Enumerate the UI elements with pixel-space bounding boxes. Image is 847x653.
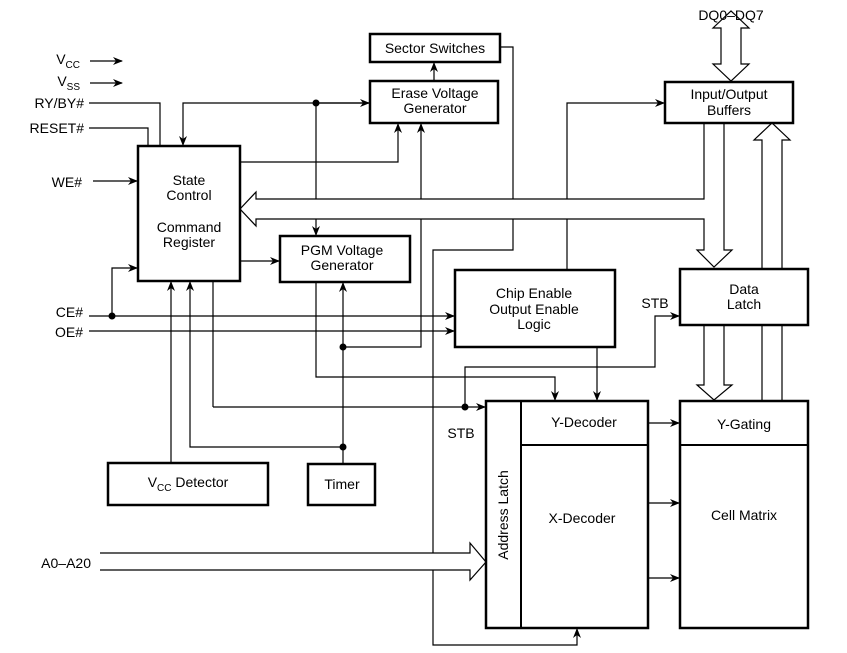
- pgm-ydec-wire: [315, 282, 559, 401]
- ry-by-wire: [89, 102, 161, 146]
- block-label: Buffers: [707, 102, 751, 118]
- y-decoder-label: Y-Decoder: [551, 414, 617, 430]
- address-label: A0–A20: [41, 555, 91, 571]
- vcc-detector-block: VCC Detector: [106, 461, 270, 507]
- dq-label: DQ0–DQ7: [698, 7, 764, 23]
- block-label: Sector Switches: [385, 40, 485, 56]
- block-label: VCC Detector: [148, 474, 229, 494]
- oe-label: OE#: [55, 324, 83, 340]
- stb-data-label: STB: [641, 295, 668, 311]
- internal-data-bus: [239, 123, 734, 268]
- gating-latch-bus: [761, 325, 783, 401]
- block-label: PGM Voltage: [301, 242, 384, 258]
- block-label: Latch: [727, 296, 761, 312]
- block-label: Register: [163, 234, 215, 250]
- chip-enable-block: Chip Enable Output Enable Logic: [453, 268, 617, 349]
- block-label: Input/Output: [690, 86, 767, 102]
- timer-sc-wire: [186, 281, 343, 448]
- latch-io-bus: [752, 122, 792, 269]
- cell-matrix-block: Y-Gating Cell Matrix: [678, 399, 810, 630]
- reset-wire: [89, 127, 149, 146]
- we-label: WE#: [52, 174, 83, 190]
- block-label: Output Enable: [489, 301, 579, 317]
- reset-label: RESET#: [30, 120, 85, 136]
- junction-dot: [339, 343, 347, 351]
- block-label: Erase Voltage: [391, 85, 478, 101]
- block-label: Control: [166, 187, 211, 203]
- timer-erase-wire: [343, 123, 425, 348]
- block-label: Command: [157, 219, 222, 235]
- wires: [89, 46, 680, 646]
- pgm-voltage-block: PGM Voltage Generator: [278, 234, 412, 284]
- vcc-label: VCC: [56, 51, 80, 71]
- block-label: Data: [729, 281, 759, 297]
- state-control-block: State Control Command Register: [136, 144, 242, 283]
- signal-labels: VCC VSS RY/BY# RESET# WE# CE# OE# A0–A20…: [30, 7, 764, 571]
- vss-label: VSS: [57, 73, 80, 93]
- sector-address-wire: [432, 46, 581, 646]
- feedback-wire: [179, 102, 370, 146]
- buses: [100, 10, 792, 582]
- cell-matrix-label: Cell Matrix: [711, 507, 777, 523]
- address-latch-block: Address Latch Y-Decoder X-Decoder: [484, 399, 650, 630]
- sector-switches-block: Sector Switches: [368, 32, 502, 64]
- stb-address-label: STB: [447, 425, 474, 441]
- ce-sc-wire: [111, 264, 138, 316]
- ry-by-label: RY/BY#: [34, 95, 84, 111]
- stb-data-wire: [464, 312, 680, 407]
- block-label: Logic: [517, 316, 550, 332]
- block-label: Generator: [310, 257, 373, 273]
- ce-label: CE#: [56, 304, 83, 320]
- junction-dot: [312, 99, 320, 107]
- junction-dot: [108, 312, 116, 320]
- ce-io-wire: [566, 99, 665, 270]
- erase-voltage-block: Erase Voltage Generator: [368, 79, 500, 125]
- block-label: Generator: [403, 100, 466, 116]
- y-gating-label: Y-Gating: [717, 416, 771, 432]
- data-latch-block: Data Latch: [678, 267, 810, 327]
- address-bus: [100, 541, 487, 582]
- junction-dot: [339, 443, 347, 451]
- dq-bidirectional-bus: [711, 10, 751, 82]
- sc-erase-wire: [240, 123, 402, 163]
- latch-gating-bus: [695, 325, 734, 401]
- io-buffers-block: Input/Output Buffers: [663, 80, 795, 125]
- block-label: State: [173, 172, 206, 188]
- block-label: Chip Enable: [496, 285, 572, 301]
- block-label: Timer: [324, 476, 360, 492]
- block-label: Address Latch: [495, 470, 511, 560]
- x-decoder-label: X-Decoder: [549, 510, 616, 526]
- timer-block: Timer: [306, 462, 377, 507]
